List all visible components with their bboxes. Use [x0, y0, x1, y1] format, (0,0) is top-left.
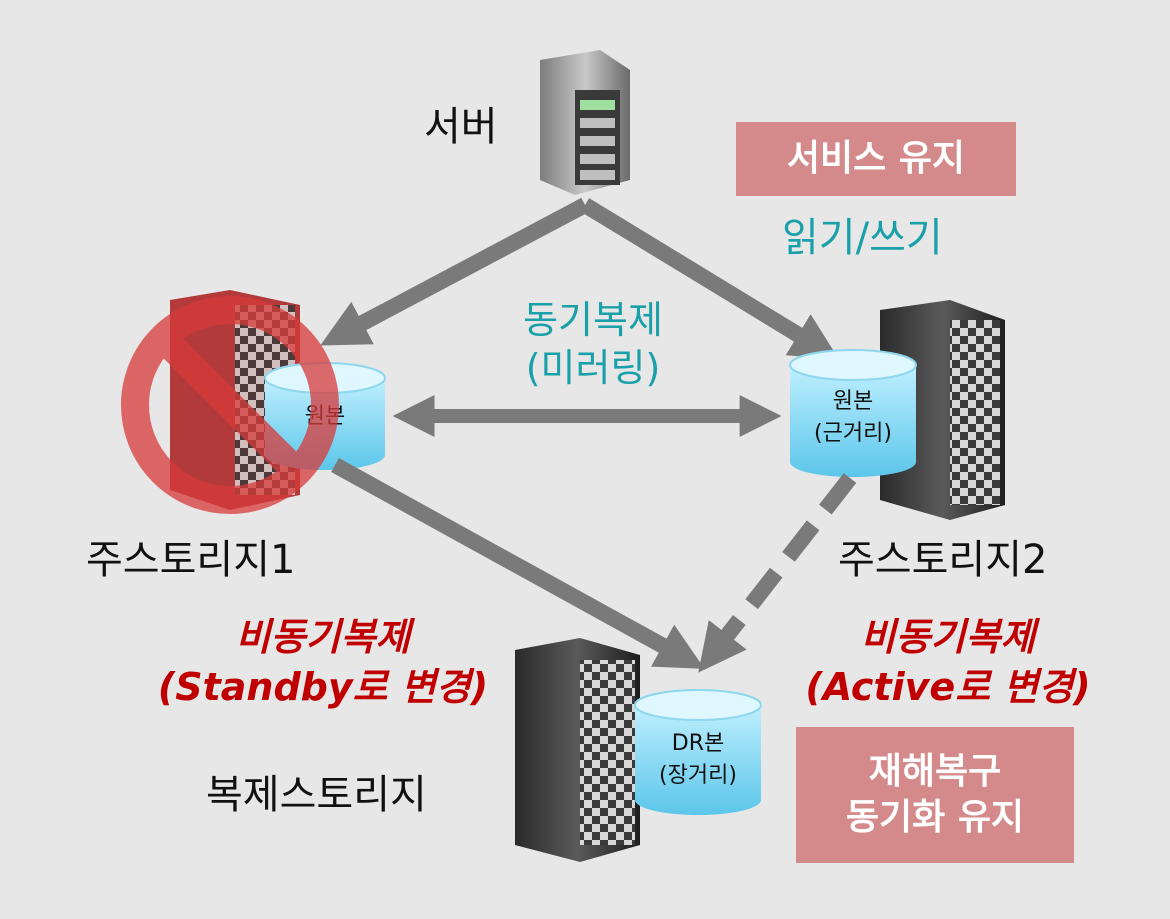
arrow-server-to-storage1	[320, 197, 589, 346]
disk-original-2: 원본 (근거리)	[789, 349, 917, 477]
rw-label: 읽기/쓰기	[782, 215, 943, 261]
recovery-box-line2: 동기화 유지	[845, 797, 1025, 838]
server-label: 서버	[424, 104, 498, 150]
arrow-server-to-storage2	[580, 198, 840, 360]
disk-dr: DR본 (장거리)	[634, 689, 762, 815]
async-left-line1: 비동기복제	[235, 615, 411, 659]
disk-2-label-line1: 원본	[833, 389, 873, 414]
replica-label: 복제스토리지	[206, 772, 427, 818]
prohibited-icon	[121, 296, 339, 514]
server-icon	[540, 50, 630, 195]
sync-label-line1: 동기복제	[523, 298, 663, 342]
storage1-label: 주스토리지1	[86, 537, 296, 583]
disk-dr-label-line1: DR본	[672, 731, 724, 756]
storage2-label: 주스토리지2	[838, 537, 1048, 583]
async-right-label: 비동기복제 (Active로 변경)	[778, 612, 1118, 712]
disk-dr-label-line2: (장거리)	[659, 763, 737, 788]
async-left-label: 비동기복제 (Standby로 변경)	[138, 612, 508, 712]
recovery-box-line1: 재해복구	[868, 751, 1002, 792]
arrow-async-storage1-to-replica	[331, 457, 705, 669]
recovery-box: 재해복구 동기화 유지	[796, 727, 1074, 863]
disk-2-label-line2: (근거리)	[814, 421, 892, 446]
sync-label-line2: (미러링)	[525, 346, 661, 390]
service-box-text: 서비스 유지	[786, 138, 966, 179]
service-box: 서비스 유지	[736, 122, 1016, 196]
replica-storage-icon	[515, 638, 640, 862]
async-right-line1: 비동기복제	[860, 615, 1036, 659]
async-left-line2: (Standby로 변경)	[157, 665, 489, 709]
sync-label: 동기복제 (미러링)	[478, 296, 708, 392]
async-right-line2: (Active로 변경)	[805, 665, 1091, 709]
arrow-async-storage2-to-replica	[698, 473, 857, 673]
